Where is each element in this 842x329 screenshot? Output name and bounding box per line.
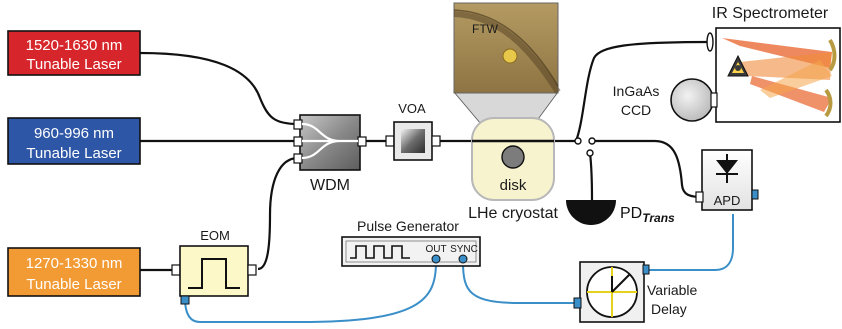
electrical-cables (184, 214, 734, 323)
pulse-generator-label: Pulse Generator (357, 218, 459, 234)
laser-red[interactable]: 1520-1630 nm Tunable Laser (7, 30, 141, 76)
sync-port-connector[interactable] (458, 254, 468, 264)
mirror-bottom (824, 88, 833, 118)
pulse-train-icon (350, 245, 410, 259)
pulse-generator[interactable]: Pulse Generator OUT SYNC (341, 218, 481, 267)
ccd-label: CCD (621, 102, 651, 118)
clock-icon (586, 266, 638, 318)
laser-orange[interactable]: 1270-1330 nm Tunable Laser (7, 247, 141, 297)
lhe-cryostat[interactable]: disk LHe cryostat (468, 117, 558, 222)
voa-label: VOA (398, 101, 426, 116)
laser-red-wavelength: 1520-1630 nm (26, 37, 123, 54)
laser-orange-label: Tunable Laser (26, 276, 121, 293)
variable-delay-label-1: Variable (647, 282, 698, 298)
cable-out-to-eom (184, 261, 437, 323)
cable-sync-to-delay (462, 261, 576, 304)
laser-blue-label: Tunable Laser (26, 145, 121, 162)
fiber-eom-to-wdm (257, 156, 299, 271)
fiber-to-apd (592, 139, 703, 199)
ingaas-ccd[interactable]: InGaAs CCD (613, 78, 718, 122)
input-lens-icon (706, 32, 714, 52)
disk-label: disk (500, 177, 527, 194)
ftw-label: FTW (472, 22, 499, 36)
eom-modulator[interactable]: EOM (140, 228, 257, 305)
disk-icon (501, 145, 525, 169)
laser-blue-wavelength: 960-996 nm (34, 125, 114, 142)
cryostat-label: LHe cryostat (468, 205, 558, 222)
cable-delay-to-apd (645, 214, 734, 271)
fiber-to-spectrometer (574, 40, 709, 142)
ftw-micrograph: FTW (453, 2, 561, 131)
laser-orange-wavelength: 1270-1330 nm (26, 255, 123, 272)
spectrometer-beam-4 (760, 60, 832, 98)
ir-spectrometer[interactable]: IR Spectrometer (706, 5, 841, 123)
apd-detector[interactable]: APD (695, 149, 759, 211)
fiber-switch[interactable] (574, 137, 596, 157)
sync-port-label: SYNC (450, 244, 478, 255)
mirror-top (828, 38, 837, 72)
wdm-label: WDM (310, 177, 350, 194)
wdm-combiner[interactable]: WDM (293, 114, 367, 194)
variable-delay[interactable]: Variable Delay (573, 261, 698, 323)
apd-label: APD (714, 193, 741, 208)
pd-trans-detector[interactable]: PDTrans (566, 200, 675, 225)
photodiode-icon (566, 200, 616, 225)
laser-blue[interactable]: 960-996 nm Tunable Laser (7, 117, 141, 165)
ingaas-label: InGaAs (613, 83, 660, 99)
laser-red-label: Tunable Laser (26, 56, 121, 73)
pd-label: PDTrans (620, 205, 675, 225)
out-port-label: OUT (425, 244, 446, 255)
pulse-shape-icon (188, 258, 240, 289)
ftw-disk-image (502, 48, 518, 64)
ir-spectrometer-label: IR Spectrometer (712, 5, 829, 22)
wdm-branch-icon (301, 122, 358, 160)
voa-attenuator[interactable]: VOA (385, 101, 441, 161)
eom-label: EOM (200, 228, 230, 243)
fiber-red-to-wdm (139, 51, 299, 126)
diode-icon (716, 154, 738, 183)
variable-delay-label-2: Delay (651, 301, 687, 317)
out-port-connector[interactable] (431, 254, 441, 264)
fiber-to-pd (588, 152, 594, 201)
